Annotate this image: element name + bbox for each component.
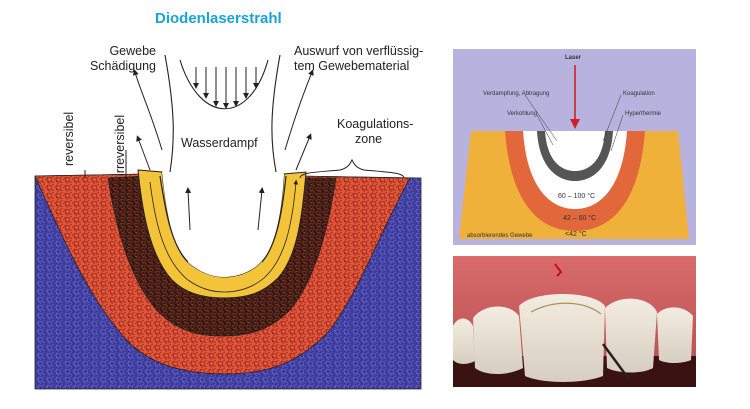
schematic-graphic [459,65,689,239]
temp-inner-label: 60 – 100 °C [558,193,596,200]
diagram-title: Diodenlaserstrahl [155,10,282,27]
clinical-photo [453,256,696,387]
temp-middle-label: 42 – 60 °C [563,215,597,222]
schematic-panel: Laser Verdampfung, Abtragung Koagulation… [453,49,696,245]
carbonization-label: Verkohlung [507,111,538,117]
irreversible-label: irreversibel [113,114,127,176]
absorbing-tissue-label: absorbierendes Gewebe [467,233,533,239]
ejection-label: Auswurf von verflüssig- tem Gewebemateri… [294,44,424,73]
steam-label: Wasserdampf [181,136,258,150]
laser-beam-outline [164,54,281,173]
tissue-damage-label: Gewebe Schädigung [89,44,156,73]
temp-outer-label: <42 °C [565,231,587,238]
coagulation-label: Koagulation [623,91,655,97]
laser-crater [162,172,284,277]
coagulation-brace [299,158,405,179]
hyperthermia-label: Hyperthermie [625,111,662,117]
teeth-photo-illustration [453,256,696,387]
vaporization-label: Verdampfung, Abtragung [483,91,550,97]
laser-label: Laser [565,55,582,61]
coagulation-zone-label: Koagulations- zone [337,117,414,146]
reversible-label: reversibel [62,111,76,166]
laser-tissue-diagram [34,54,422,390]
